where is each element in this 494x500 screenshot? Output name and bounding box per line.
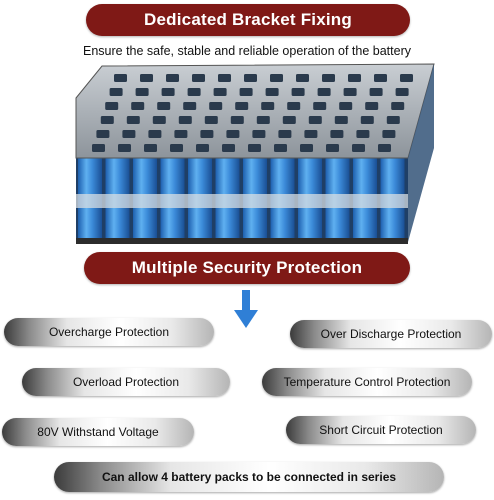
bracket-hole	[369, 88, 383, 96]
bracket-hole	[131, 102, 145, 110]
bracket-hole	[300, 144, 313, 152]
bracket-hole	[304, 130, 318, 138]
feature-overload: Overload Protection	[22, 368, 230, 396]
bracket-hole	[352, 144, 365, 152]
feature-80v-withstand: 80V Withstand Voltage	[2, 418, 194, 446]
bracket-hole	[278, 130, 292, 138]
feature-label: Overcharge Protection	[48, 325, 170, 339]
bracket-hole	[109, 88, 123, 96]
section-title: Multiple Security Protection	[131, 258, 363, 277]
bracket-hole	[235, 102, 249, 110]
bracket-hole	[148, 130, 162, 138]
bracket-hole	[356, 130, 370, 138]
arrow-down-icon	[234, 290, 258, 328]
bracket-hole	[105, 102, 119, 110]
bracket-hole	[317, 88, 331, 96]
bracket-hole	[144, 144, 157, 152]
bracket-hole	[122, 130, 136, 138]
battery-pack-image	[75, 63, 435, 244]
bracket-hole	[226, 130, 240, 138]
bracket-hole	[374, 74, 387, 82]
bracket-hole	[252, 130, 266, 138]
feature-short-circuit: Short Circuit Protection	[286, 416, 476, 444]
feature-overcharge: Overcharge Protection	[4, 318, 214, 346]
bracket-hole	[282, 116, 296, 124]
bracket-hole	[339, 102, 353, 110]
bracket-hole	[313, 102, 327, 110]
bracket-hole	[126, 116, 140, 124]
bracket-hole	[270, 74, 283, 82]
bracket-hole	[209, 102, 223, 110]
bracket-hole	[343, 88, 357, 96]
bracket-hole	[400, 74, 413, 82]
bracket-hole	[330, 130, 344, 138]
bracket-hole	[287, 102, 301, 110]
bracket-hole	[187, 88, 201, 96]
bracket-hole	[200, 130, 214, 138]
bracket-hole	[183, 102, 197, 110]
bracket-hole	[213, 88, 227, 96]
bracket-hole	[239, 88, 253, 96]
bracket-hole	[114, 74, 127, 82]
bracket-hole	[196, 144, 209, 152]
feature-over-discharge: Over Discharge Protection	[290, 320, 492, 348]
bracket-hole	[118, 144, 131, 152]
bracket-hole	[96, 130, 110, 138]
bracket-hole	[326, 144, 339, 152]
bracket-hole	[395, 88, 409, 96]
title-banner: Dedicated Bracket Fixing	[86, 4, 410, 36]
feature-label: Over Discharge Protection	[320, 327, 462, 341]
bracket-hole	[274, 144, 287, 152]
bracket-hole	[378, 144, 391, 152]
feature-temperature-control: Temperature Control Protection	[262, 368, 472, 396]
bracket-hole	[334, 116, 348, 124]
bracket-hole	[100, 116, 114, 124]
bracket-hole	[161, 88, 175, 96]
bracket-hole	[222, 144, 235, 152]
bracket-hole	[365, 102, 379, 110]
series-connection-badge: Can allow 4 battery packs to be connecte…	[54, 462, 444, 492]
feature-label: Short Circuit Protection	[319, 423, 443, 437]
feature-label: Overload Protection	[72, 375, 180, 389]
bracket-hole	[391, 102, 405, 110]
bracket-hole	[204, 116, 218, 124]
bracket-hole	[230, 116, 244, 124]
bracket-hole	[382, 130, 396, 138]
page-title: Dedicated Bracket Fixing	[144, 10, 352, 29]
bracket-hole	[166, 74, 179, 82]
bracket-hole	[291, 88, 305, 96]
bracket-hole	[256, 116, 270, 124]
bracket-hole	[157, 102, 171, 110]
bracket-hole	[386, 116, 400, 124]
bracket-hole	[308, 116, 322, 124]
section-banner: Multiple Security Protection	[84, 252, 410, 284]
bracket-hole	[261, 102, 275, 110]
bracket-hole	[322, 74, 335, 82]
bracket-hole	[170, 144, 183, 152]
bracket-hole	[348, 74, 361, 82]
footer-label: Can allow 4 battery packs to be connecte…	[101, 470, 397, 484]
bracket-hole	[248, 144, 261, 152]
bracket-hole	[174, 130, 188, 138]
feature-label: Temperature Control Protection	[283, 375, 451, 389]
bracket-hole	[265, 88, 279, 96]
bracket-hole	[140, 74, 153, 82]
bracket-hole	[360, 116, 374, 124]
bracket-hole	[92, 144, 105, 152]
bracket-hole	[135, 88, 149, 96]
subtitle: Ensure the safe, stable and reliable ope…	[83, 44, 411, 58]
bracket-hole	[244, 74, 257, 82]
feature-label: 80V Withstand Voltage	[37, 425, 159, 439]
bracket-hole	[178, 116, 192, 124]
bracket-hole	[218, 74, 231, 82]
bracket-hole	[296, 74, 309, 82]
bracket-hole	[192, 74, 205, 82]
bracket-hole	[152, 116, 166, 124]
